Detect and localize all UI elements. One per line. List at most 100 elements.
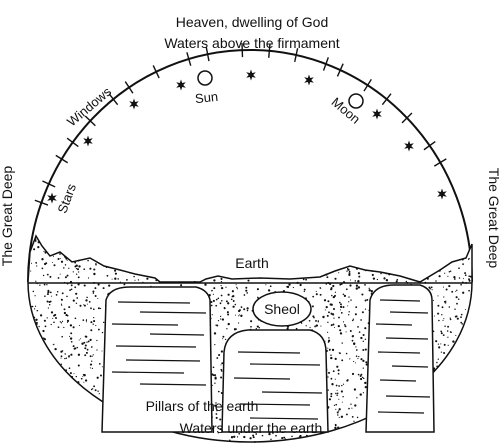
stipple-dot [336, 411, 339, 414]
stipple-dot [221, 300, 223, 302]
stipple-dot [247, 279, 250, 282]
stipple-dot [355, 362, 356, 364]
stipple-dot [385, 279, 389, 282]
stipple-dot [83, 381, 85, 383]
stipple-dot [357, 286, 361, 289]
stipple-dot [211, 289, 213, 292]
stipple-dot [89, 338, 92, 341]
stipple-dot [328, 348, 331, 351]
stipple-dot [63, 267, 65, 269]
stipple-dot [65, 369, 68, 372]
stipple-dot [72, 299, 75, 302]
stipple-dot [360, 373, 363, 376]
stipple-dot [376, 278, 379, 281]
stipple-dot [231, 290, 234, 293]
stipple-dot [155, 279, 158, 282]
stipple-dot [78, 339, 80, 341]
stipple-dot [37, 246, 40, 249]
stipple-dot [49, 291, 52, 294]
stipple-dot [342, 293, 345, 296]
stipple-dot [348, 273, 351, 277]
stipple-dot [50, 295, 52, 297]
stipple-dot [34, 238, 37, 241]
stipple-dot [117, 278, 119, 280]
stipple-dot [360, 377, 363, 381]
window-tick-icon [322, 57, 329, 71]
stipple-dot [442, 334, 445, 337]
stipple-dot [56, 291, 59, 293]
stipple-dot [73, 373, 75, 375]
stipple-dot [331, 383, 334, 386]
stipple-dot [351, 407, 353, 409]
stipple-dot [334, 327, 336, 328]
stipple-dot [461, 258, 464, 261]
stipple-dot [335, 408, 337, 410]
stipple-dot [341, 342, 343, 344]
stipple-dot [222, 338, 224, 340]
stipple-dot [281, 437, 284, 440]
window-tick-icon [66, 137, 79, 148]
stipple-dot [215, 413, 218, 415]
stipple-dot [469, 275, 472, 278]
window-tick-icon [363, 78, 372, 92]
sun-icon [197, 70, 213, 86]
stipple-dot [460, 283, 462, 286]
pillars-label: Pillars of the earth [146, 398, 259, 414]
stipple-dot [334, 277, 337, 280]
stipple-dot [96, 349, 98, 351]
stipple-dot [55, 294, 58, 296]
stipple-dot [57, 257, 60, 261]
stipple-dot [339, 301, 341, 304]
stipple-dot [83, 284, 86, 287]
stipple-dot [349, 358, 351, 360]
stipple-dot [364, 299, 367, 302]
stipple-dot [342, 383, 345, 385]
stipple-dot [33, 308, 36, 310]
stipple-dot [65, 257, 68, 260]
stipple-dot [33, 248, 36, 251]
stipple-dot [338, 408, 341, 411]
stipple-dot [204, 283, 207, 286]
pillar-stratum-line [115, 345, 197, 348]
stipple-dot [92, 323, 94, 325]
stipple-dot [97, 283, 100, 286]
stipple-dot [319, 287, 322, 289]
stipple-dot [238, 322, 240, 324]
stipple-dot [311, 305, 314, 308]
stipple-dot [269, 285, 272, 288]
stipple-dot [215, 298, 218, 301]
stipple-dot [323, 299, 327, 302]
stipple-dot [87, 259, 89, 262]
stipple-dot [66, 295, 68, 298]
stipple-dot [445, 288, 448, 291]
stipple-dot [348, 311, 350, 313]
stipple-dot [442, 286, 444, 288]
stipple-dot [54, 347, 57, 351]
stipple-dot [337, 426, 340, 429]
stipple-dot [57, 326, 60, 329]
stipple-dot [39, 314, 43, 317]
stipple-dot [447, 336, 449, 338]
stipple-dot [77, 353, 81, 356]
stipple-dot [358, 356, 360, 358]
stipple-dot [327, 376, 329, 378]
stipple-dot [365, 363, 368, 366]
stipple-dot [225, 286, 227, 288]
stipple-dot [83, 374, 86, 377]
stipple-dot [92, 290, 95, 293]
stipple-dot [52, 261, 54, 263]
stipple-dot [362, 359, 365, 363]
stars-group [47, 69, 447, 204]
stipple-dot [114, 269, 117, 272]
stipple-dot [212, 374, 215, 377]
stipple-dot [338, 316, 340, 319]
window-tick-icon [152, 65, 160, 79]
stipple-dot [238, 314, 240, 316]
stipple-dot [317, 320, 319, 322]
stipple-dot [353, 388, 357, 391]
stipple-dot [441, 306, 444, 309]
stipple-dot [55, 317, 57, 319]
pillar-stratum-line [375, 323, 413, 326]
stipple-dot [332, 323, 335, 326]
pillar-stratum-line [111, 371, 185, 374]
